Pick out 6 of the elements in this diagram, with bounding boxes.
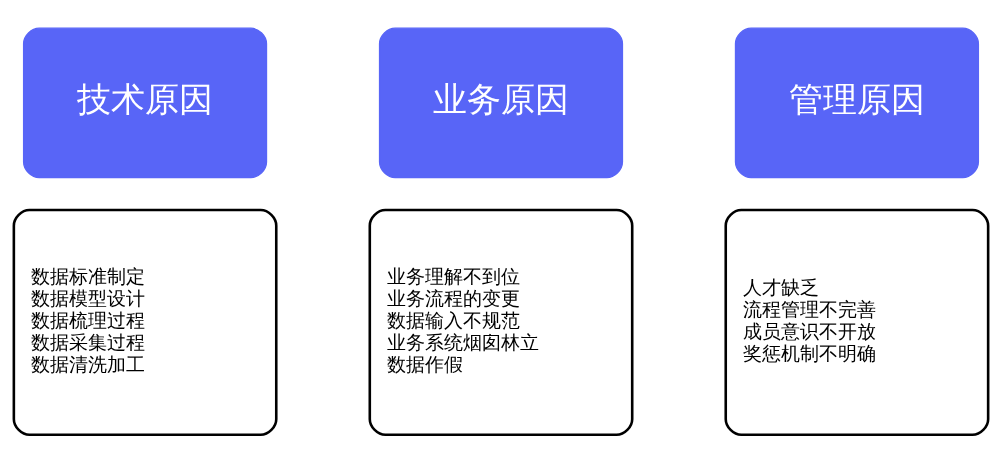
node-box: 管理原因 xyxy=(734,27,980,178)
node-box: 数据标准制定 数据模型设计 数据梳理过程 数据采集过程 数据清洗加工 xyxy=(12,208,278,436)
node-box: 业务原因 xyxy=(378,27,624,178)
node-box: 业务理解不到位 业务流程的变更 数据输入不规范 业务系统烟囱林立 数据作假 xyxy=(368,208,634,436)
node-box: 人才缺乏 流程管理不完善 成员意识不开放 奖惩机制不明确 xyxy=(724,208,990,436)
node-box: 技术原因 xyxy=(22,27,268,178)
